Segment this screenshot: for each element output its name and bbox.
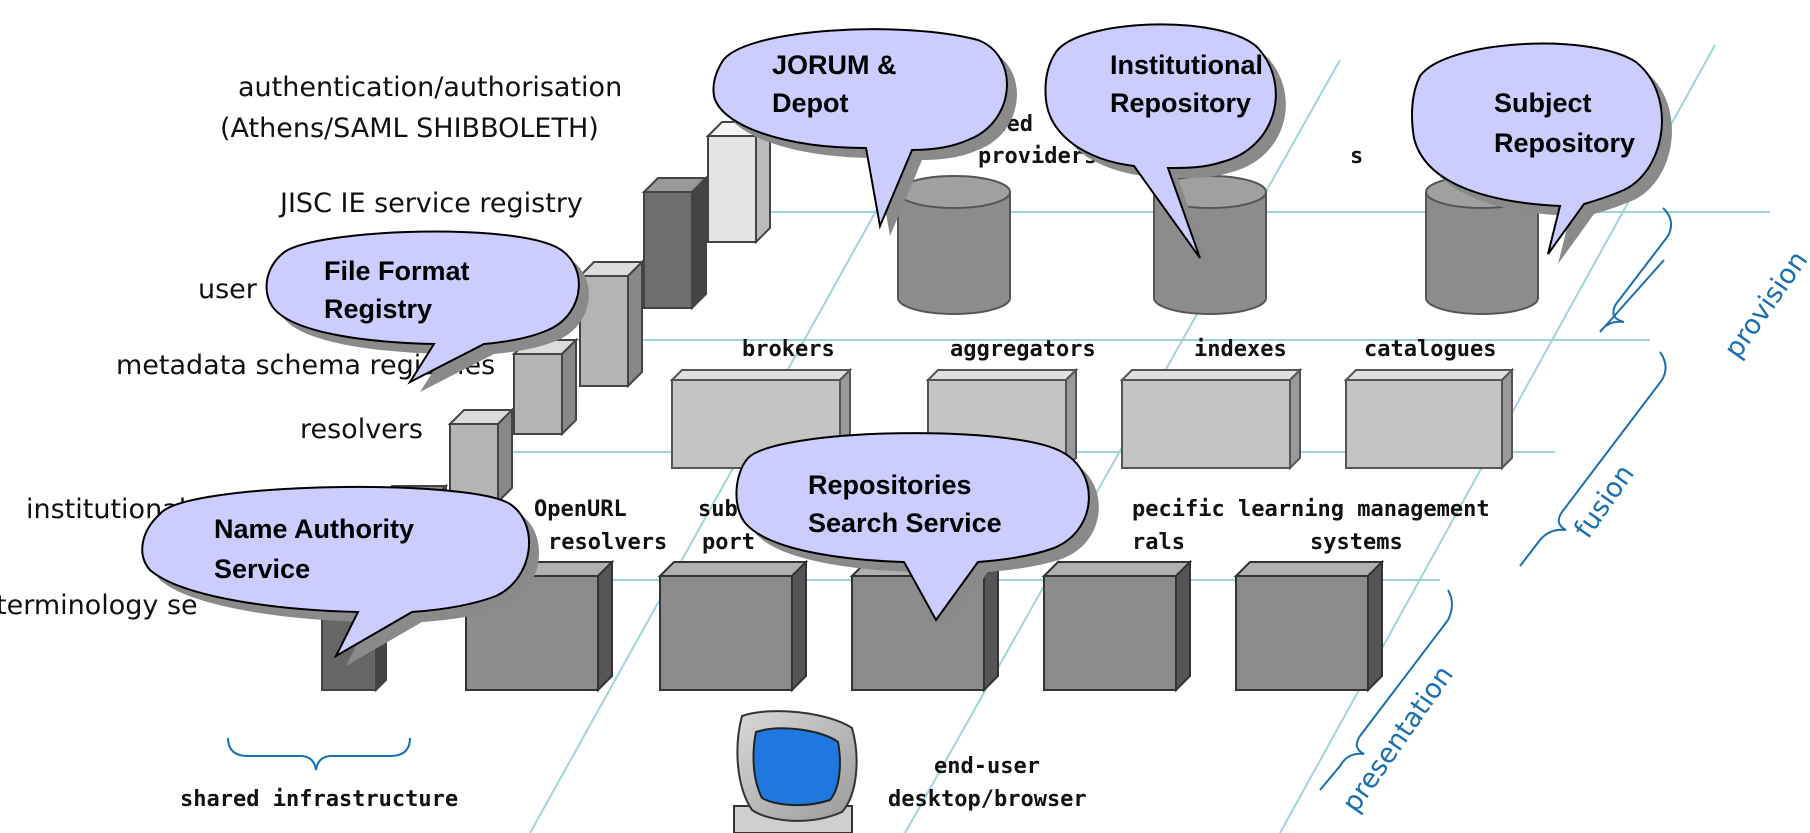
infra-label-terminology: terminology se — [0, 590, 198, 621]
presentation-label-openurl-1: OpenURL — [534, 497, 627, 522]
box-catalogues — [1343, 367, 1515, 471]
end-user-label-2: desktop/browser — [888, 787, 1087, 812]
end-user-label-1: end-user — [934, 754, 1040, 779]
stack-service-registry — [641, 175, 709, 311]
presentation-label-pecific: pecific — [1132, 497, 1225, 522]
callout-file-format-line2: Registry — [324, 294, 432, 324]
presentation-label-openurl-2: resolvers — [548, 530, 667, 555]
callout-file-format-line1: File Format — [324, 256, 470, 286]
brace-provision — [1599, 207, 1673, 333]
callout-repositories-search: Repositories Search Service — [735, 432, 1099, 630]
stack-user — [577, 259, 645, 389]
fusion-label-brokers: brokers — [742, 337, 835, 362]
brace-fusion — [1519, 351, 1667, 567]
callout-subject-line2: Repository — [1494, 128, 1635, 158]
callout-name-authority-line1: Name Authority — [214, 514, 414, 544]
callout-file-format: File Format Registry — [265, 230, 589, 392]
infra-label-resolvers: resolvers — [300, 414, 423, 445]
presentation-label-rals: rals — [1132, 530, 1185, 555]
presentation-label-sub-2: port — [702, 530, 755, 555]
infra-label-service-registry: JISC IE service registry — [278, 188, 583, 219]
infra-label-user: user — [198, 274, 258, 305]
brace-presentation — [1319, 589, 1453, 791]
layer-braces — [1319, 207, 1673, 791]
provision-heading-3: s — [1350, 144, 1363, 169]
callout-jorum: JORUM & Depot — [712, 28, 1017, 237]
presentation-label-lms-2: systems — [1310, 530, 1403, 555]
callout-subject-line1: Subject — [1494, 88, 1592, 118]
fusion-label-indexes: indexes — [1194, 337, 1287, 362]
provision-cylinders — [897, 175, 1539, 315]
callout-name-authority: Name Authority Service — [141, 485, 540, 666]
box-specific-2 — [1041, 559, 1193, 693]
shared-infrastructure-label: shared infrastructure — [180, 787, 458, 812]
callout-institutional-line2: Repository — [1110, 88, 1251, 118]
stack-resolvers — [447, 407, 515, 505]
callout-subject: Subject Repository — [1411, 42, 1672, 265]
fusion-label-catalogues: catalogues — [1364, 337, 1496, 362]
box-subject-portals — [657, 559, 809, 693]
presentation-label-sub-1: sub — [698, 497, 738, 522]
callout-institutional: Institutional Repository — [1044, 23, 1286, 269]
infra-label-auth-2: (Athens/SAML SHIBBOLETH) — [220, 113, 599, 144]
callout-institutional-line1: Institutional — [1110, 50, 1263, 80]
layer-label-provision: provision — [1718, 246, 1810, 364]
computer-icon — [733, 710, 858, 833]
stack-authentication — [705, 119, 773, 245]
box-learning-management — [1233, 559, 1385, 693]
callout-jorum-line1: JORUM & — [772, 50, 897, 80]
cylinder-provider-1 — [897, 175, 1011, 315]
callout-repositories-search-line2: Search Service — [808, 508, 1002, 538]
callout-name-authority-line2: Service — [214, 554, 310, 584]
presentation-label-lms-1: learning management — [1238, 497, 1490, 522]
box-indexes — [1119, 367, 1303, 471]
layer-label-fusion: fusion — [1568, 459, 1640, 544]
fusion-label-aggregators: aggregators — [950, 337, 1096, 362]
shared-infrastructure-brace — [227, 737, 411, 771]
stack-metadata-schema — [511, 337, 579, 437]
callout-repositories-search-line1: Repositories — [808, 470, 972, 500]
fusion-boxes — [669, 367, 1515, 471]
infra-label-auth-1: authentication/authorisation — [238, 72, 622, 103]
callout-jorum-line2: Depot — [772, 88, 849, 118]
